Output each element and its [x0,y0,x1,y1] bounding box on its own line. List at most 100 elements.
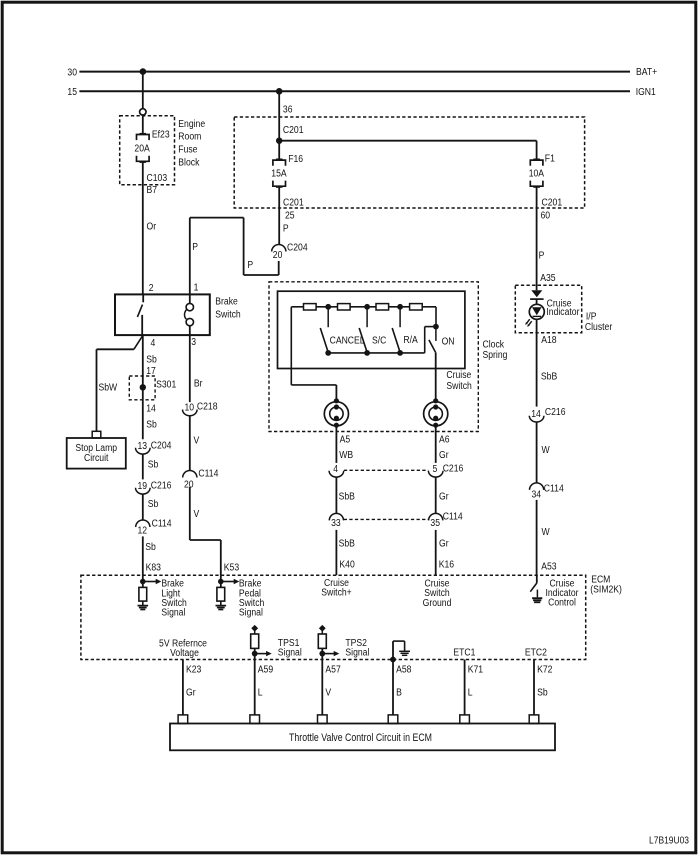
svg-text:I/P: I/P [586,311,597,323]
svg-text:ETC1: ETC1 [453,647,475,659]
svg-text:CANCEL: CANCEL [330,335,365,347]
svg-text:C218: C218 [197,401,218,413]
svg-text:S301: S301 [156,379,176,391]
svg-text:17: 17 [146,365,156,377]
svg-text:13: 13 [138,440,148,452]
svg-text:V: V [194,508,200,520]
svg-text:30: 30 [67,67,77,79]
svg-text:P: P [283,223,289,235]
svg-text:19: 19 [138,480,148,492]
svg-text:Stop Lamp: Stop Lamp [75,442,117,454]
svg-text:Clock: Clock [483,339,505,351]
svg-text:20A: 20A [134,143,150,155]
svg-text:(SIM2K): (SIM2K) [590,584,622,596]
svg-text:TPS1: TPS1 [278,637,300,649]
svg-text:Sb: Sb [146,419,157,431]
svg-text:C201: C201 [283,197,304,209]
svg-text:K72: K72 [537,664,552,676]
svg-text:Brake: Brake [239,578,262,590]
svg-text:Cruise: Cruise [425,578,450,590]
svg-text:B: B [396,687,402,699]
svg-text:14: 14 [531,408,541,420]
svg-text:A35: A35 [540,272,555,284]
svg-text:V: V [194,435,200,447]
svg-text:ETC2: ETC2 [525,647,547,659]
svg-text:4: 4 [333,463,338,475]
svg-text:C114: C114 [443,511,464,523]
svg-text:F16: F16 [288,153,303,165]
svg-text:C216: C216 [545,406,566,418]
svg-text:Block: Block [178,157,199,169]
svg-text:ECM: ECM [591,574,610,586]
svg-text:Sb: Sb [145,541,156,553]
svg-text:Sb: Sb [148,498,159,510]
svg-text:W: W [542,444,550,456]
svg-text:35: 35 [430,517,440,529]
svg-text:K71: K71 [468,664,483,676]
svg-text:A18: A18 [541,334,556,346]
svg-text:C114: C114 [152,518,173,530]
svg-text:Signal: Signal [161,607,185,619]
svg-text:Switch: Switch [446,380,471,392]
svg-text:Switch: Switch [239,597,264,609]
svg-text:5: 5 [433,463,438,475]
svg-text:10: 10 [185,402,195,414]
svg-text:C114: C114 [544,483,565,495]
svg-text:15: 15 [67,86,77,98]
svg-text:Ground: Ground [423,597,452,609]
svg-text:60: 60 [541,210,551,222]
svg-text:34: 34 [532,489,542,501]
svg-text:SbB: SbB [339,538,355,550]
svg-text:Switch+: Switch+ [321,587,352,599]
svg-text:Or: Or [147,221,157,233]
svg-text:C216: C216 [151,480,172,492]
svg-text:Brake: Brake [215,296,238,308]
svg-text:A58: A58 [396,664,411,676]
svg-text:Cluster: Cluster [585,321,613,333]
svg-text:K16: K16 [439,559,454,571]
svg-text:Sb: Sb [148,459,159,471]
svg-text:12: 12 [138,525,148,537]
svg-text:Signal: Signal [345,647,369,659]
svg-text:P: P [539,250,545,262]
svg-text:C204: C204 [151,440,172,452]
svg-text:TPS2: TPS2 [345,637,367,649]
svg-text:Throttle Valve Control Circuit: Throttle Valve Control Circuit in ECM [289,732,432,744]
svg-text:C216: C216 [443,463,464,475]
svg-text:L7B19U03: L7B19U03 [649,835,689,846]
svg-text:25: 25 [285,210,295,222]
svg-text:4: 4 [151,337,156,349]
svg-text:Sb: Sb [146,354,157,366]
svg-text:Gr: Gr [439,491,449,503]
svg-text:A57: A57 [325,664,340,676]
svg-text:A53: A53 [541,561,556,573]
svg-text:P: P [247,259,253,271]
svg-text:Gr: Gr [186,687,196,699]
svg-text:14: 14 [146,403,156,415]
svg-text:Br: Br [194,378,203,390]
svg-text:L: L [468,687,473,699]
svg-text:K53: K53 [224,562,239,574]
svg-text:Control: Control [548,597,576,609]
svg-text:A59: A59 [258,664,273,676]
svg-text:Cruise: Cruise [547,298,572,310]
svg-text:Switch: Switch [161,597,186,609]
svg-text:5V Refernce: 5V Refernce [159,638,207,650]
svg-text:Circuit: Circuit [84,452,109,464]
svg-text:SbB: SbB [339,491,355,503]
svg-text:W: W [542,526,550,538]
svg-text:Switch: Switch [215,309,240,321]
svg-text:K83: K83 [146,562,161,574]
svg-text:Indicator: Indicator [546,306,580,318]
svg-text:B7: B7 [147,184,158,196]
svg-text:C201: C201 [283,124,304,136]
svg-text:Cruise: Cruise [446,369,471,381]
svg-text:Engine: Engine [178,118,205,130]
svg-text:Fuse: Fuse [178,144,197,156]
svg-text:Gr: Gr [439,449,449,461]
svg-text:A5: A5 [340,434,351,446]
svg-text:Sb: Sb [537,687,548,699]
svg-text:R/A: R/A [403,334,418,346]
svg-text:33: 33 [331,517,341,529]
svg-text:36: 36 [283,104,293,116]
